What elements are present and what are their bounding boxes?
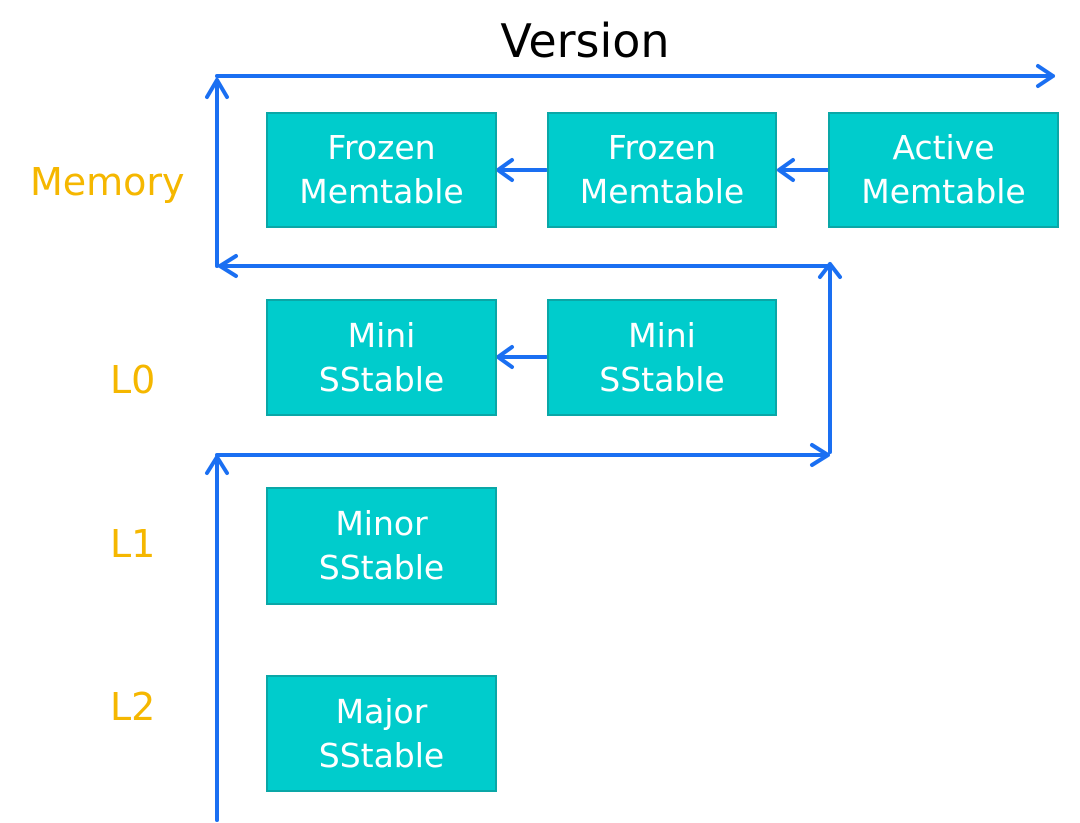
active-to-frozen2-arrow	[777, 158, 830, 182]
level-label-l2: L2	[110, 685, 156, 729]
box-line2: SStable	[599, 359, 725, 399]
l0-bottom-right-arrow	[215, 443, 830, 467]
frozen-memtable-box-1: Frozen Memtable	[266, 112, 497, 228]
major-sstable-box: Major SStable	[266, 675, 497, 792]
minor-sstable-box: Minor SStable	[266, 487, 497, 605]
version-top-arrow	[215, 64, 1055, 88]
lower-left-vertical-arrow	[205, 455, 229, 822]
box-line2: SStable	[318, 359, 445, 399]
box-line1: Minor	[335, 504, 428, 543]
box-line1: Frozen	[327, 128, 436, 167]
mini-sstable-box-1: Mini SStable	[266, 299, 497, 416]
box-line1: Major	[335, 691, 428, 731]
frozen2-to-frozen1-arrow	[496, 158, 548, 182]
level-label-l0: L0	[110, 358, 156, 402]
active-memtable-box: Active Memtable	[828, 112, 1059, 228]
level-label-l1: L1	[110, 522, 156, 566]
box-line2: Memtable	[579, 172, 745, 211]
box-line1: Frozen	[607, 128, 717, 167]
mini-sstable-box-2: Mini SStable	[547, 299, 777, 416]
level-label-memory: Memory	[30, 160, 185, 204]
memory-bottom-left-arrow	[218, 254, 832, 278]
frozen-memtable-box-2: Frozen Memtable	[547, 112, 777, 228]
box-line2: Memtable	[861, 172, 1026, 211]
l0-right-vertical-arrow	[818, 262, 842, 454]
box-line2: SStable	[318, 735, 445, 775]
box-line1: Mini	[347, 315, 416, 355]
box-line2: SStable	[318, 548, 445, 587]
version-title: Version	[500, 14, 670, 68]
box-line1: Active	[892, 128, 995, 167]
memory-left-vertical-arrow	[205, 78, 229, 268]
box-line1: Mini	[628, 315, 696, 355]
mini2-to-mini1-arrow	[496, 345, 548, 369]
box-line2: Memtable	[299, 172, 464, 211]
